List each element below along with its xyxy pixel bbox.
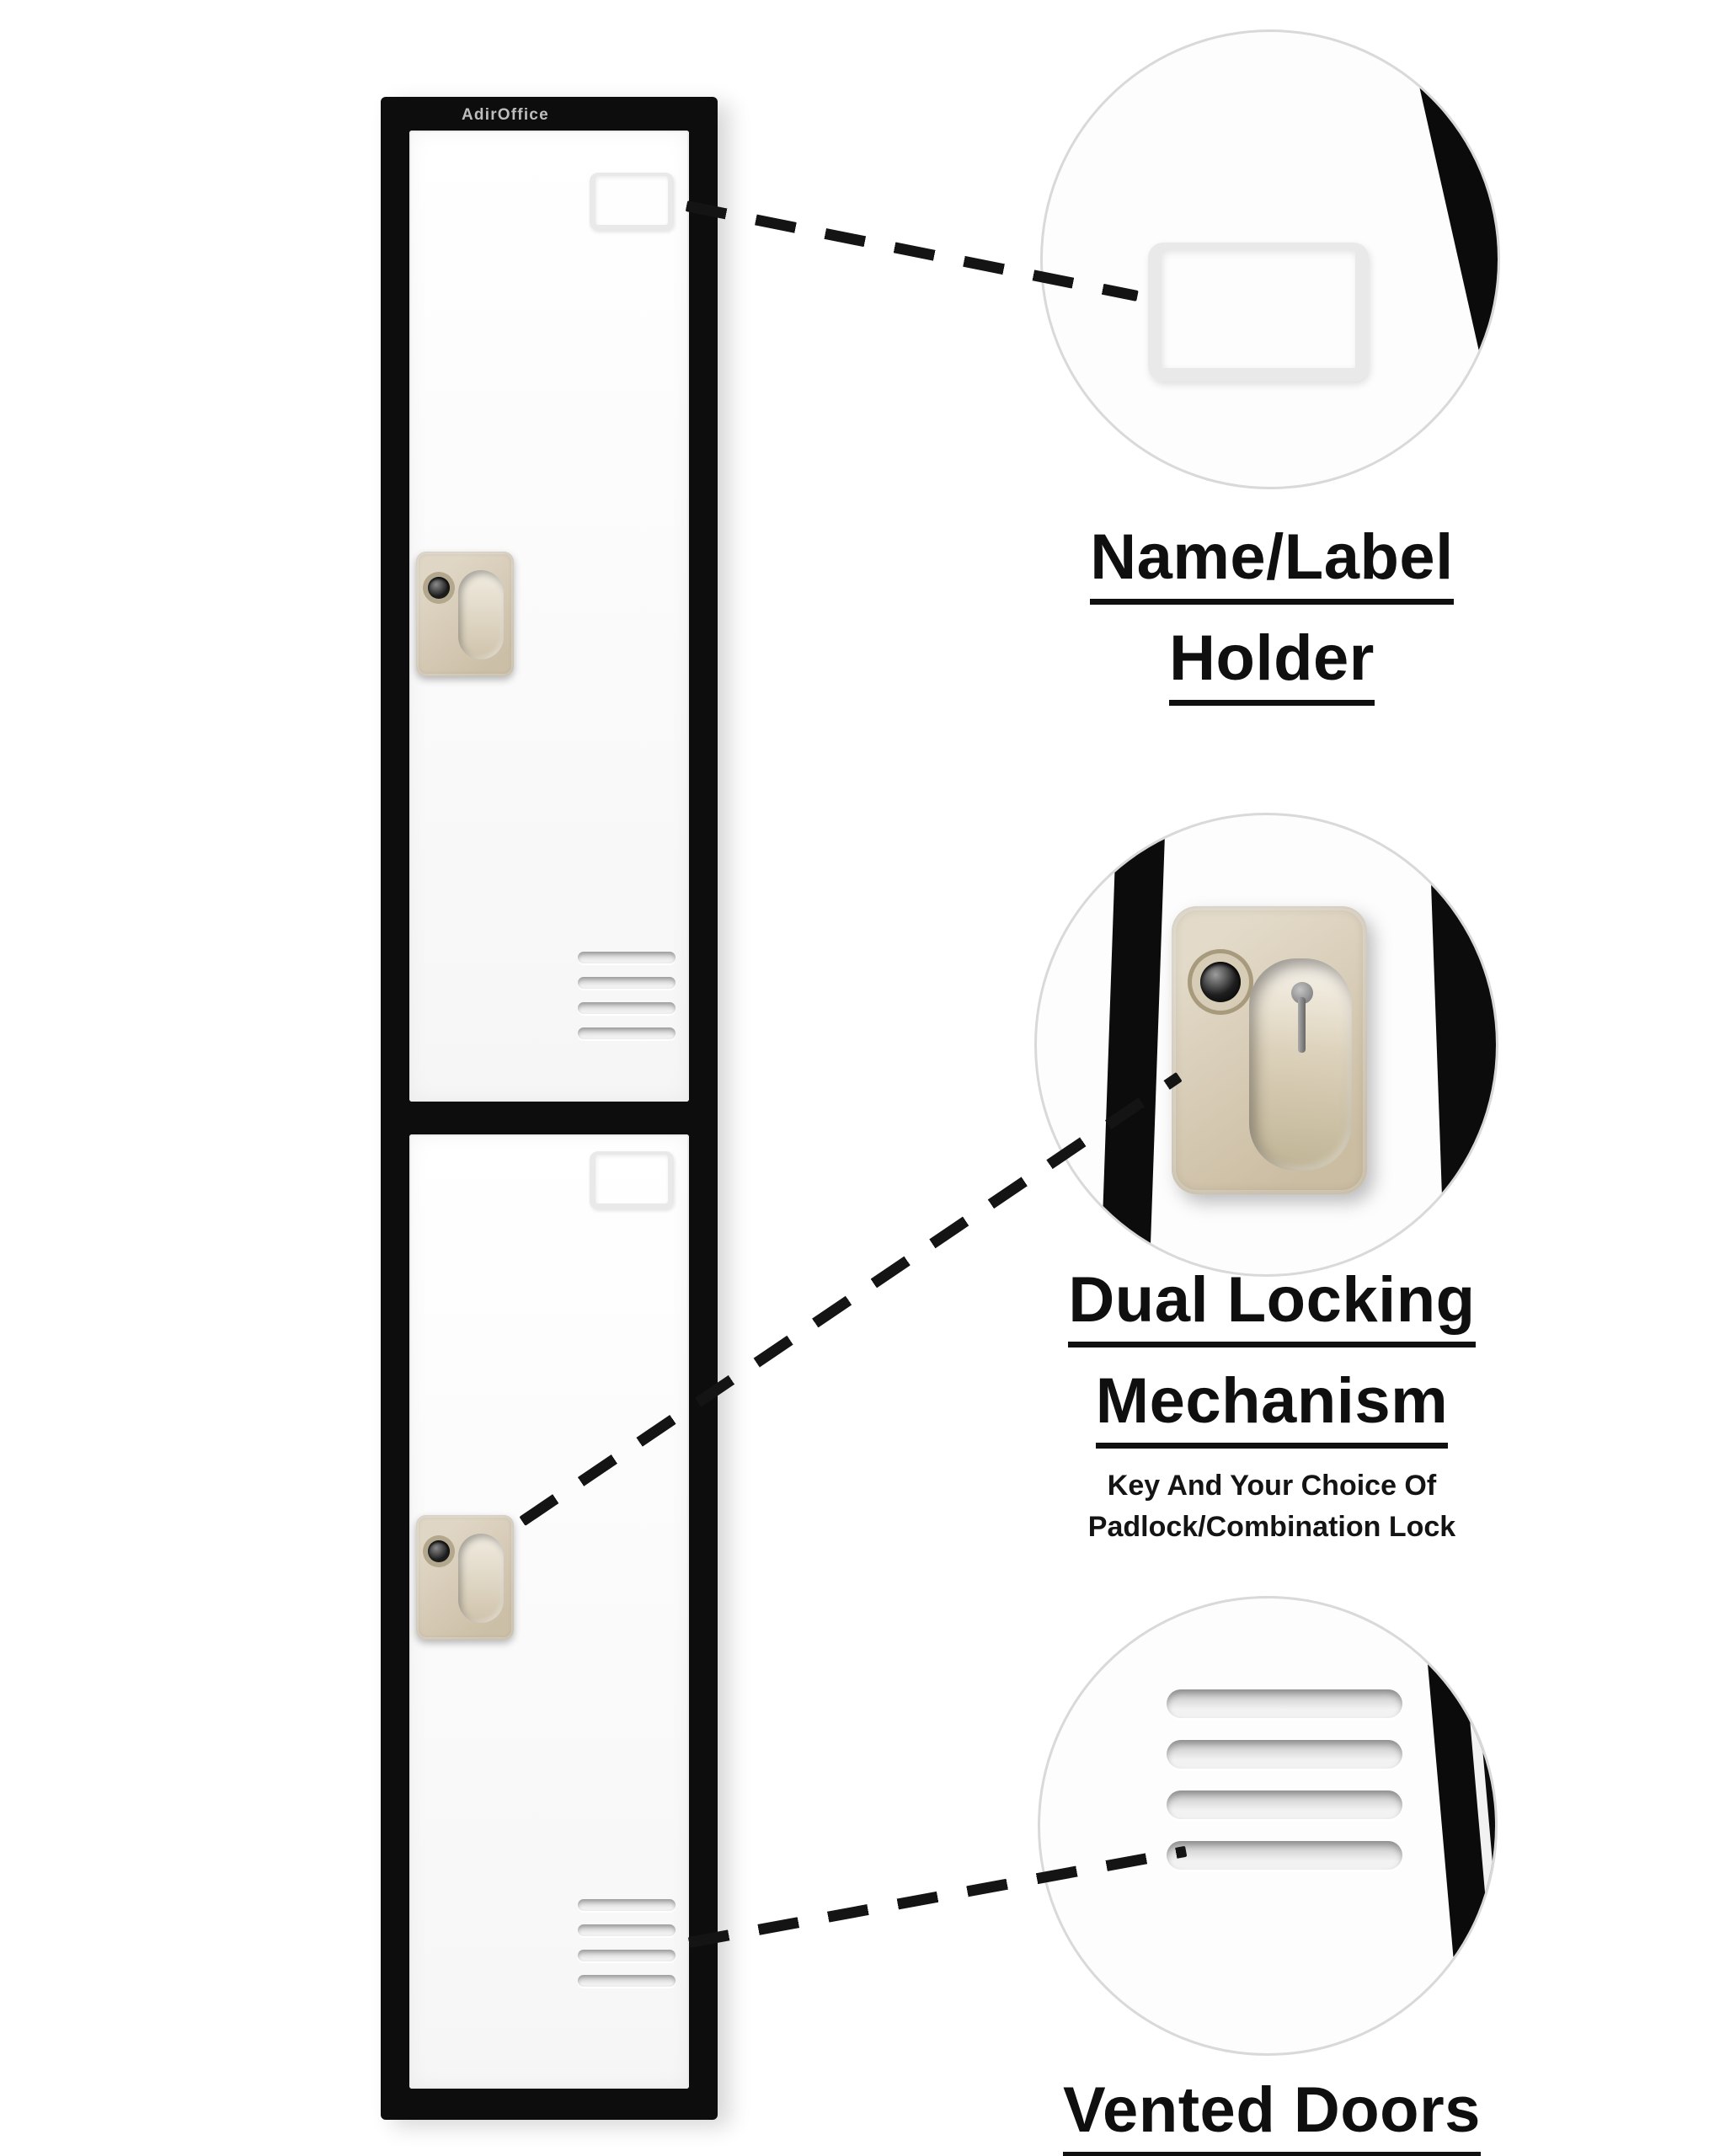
lock-handle: [416, 1515, 514, 1640]
callout-subtitle-line: Key And Your Choice Of: [1107, 1470, 1437, 1502]
zoom-inset-vents: [1038, 1596, 1498, 2056]
vent-slot: [578, 1975, 676, 1987]
handle-recess: [458, 1534, 504, 1623]
lock-handle-zoom: [1172, 906, 1367, 1194]
zoom-inset-label-holder: [1040, 29, 1500, 489]
callout-vented-doors: Vented Doors: [943, 2073, 1600, 2156]
brand-logo: AdirOffice: [462, 106, 549, 124]
vent-grille: [578, 952, 676, 1039]
vent-grille-zoom: [1167, 1689, 1402, 1870]
locker-door-bottom: [409, 1134, 689, 2089]
callout-title-text: Vented Doors: [1063, 2073, 1481, 2156]
zoom-inset-lock: [1034, 813, 1498, 1277]
callout-dual-locking: Dual Locking Mechanism Key And Your Choi…: [935, 1263, 1609, 1549]
vent-grille: [578, 1899, 676, 1987]
vent-slot: [578, 1924, 676, 1936]
lock-handle: [416, 552, 514, 676]
label-holder-emboss: [590, 173, 674, 231]
callout-title-line: Mechanism: [935, 1364, 1609, 1449]
frame-edge-detail: [1396, 32, 1498, 487]
keyhole-icon: [428, 1540, 450, 1562]
callout-subtitle: Key And Your Choice Of Padlock/Combinati…: [935, 1465, 1609, 1549]
callout-title-line: Name/Label: [952, 520, 1592, 605]
vent-slot: [578, 1002, 676, 1014]
locker-door-top: [409, 131, 689, 1102]
callout-title-text: Holder: [1169, 622, 1375, 706]
key-icon: [1298, 997, 1306, 1053]
callout-title-text: Name/Label: [1090, 520, 1454, 605]
callout-subtitle-line: Padlock/Combination Lock: [1087, 1511, 1456, 1544]
vent-slot: [1167, 1841, 1402, 1870]
keyhole-icon: [428, 577, 450, 599]
vent-slot: [1167, 1689, 1402, 1718]
vent-slot: [1167, 1740, 1402, 1769]
frame-edge-detail: [1428, 815, 1496, 1274]
vent-slot: [578, 1950, 676, 1961]
callout-name-label-holder: Name/Label Holder: [952, 520, 1592, 723]
handle-recess: [458, 570, 504, 659]
frame-edge-detail: [1099, 815, 1167, 1274]
label-holder-emboss: [590, 1151, 674, 1209]
locker-cabinet: AdirOffice: [381, 97, 718, 2120]
callout-title-text: Mechanism: [1095, 1364, 1449, 1449]
callout-title-line: Dual Locking: [935, 1263, 1609, 1348]
vent-slot: [1167, 1790, 1402, 1819]
callout-title-text: Dual Locking: [1068, 1263, 1476, 1348]
vent-slot: [578, 977, 676, 989]
keyhole-icon: [1200, 962, 1241, 1002]
label-holder-emboss-zoom: [1148, 243, 1369, 382]
callout-title-line: Vented Doors: [943, 2073, 1600, 2156]
vent-slot: [578, 1027, 676, 1039]
vent-slot: [578, 952, 676, 963]
callout-title-line: Holder: [952, 622, 1592, 706]
vent-slot: [578, 1899, 676, 1911]
